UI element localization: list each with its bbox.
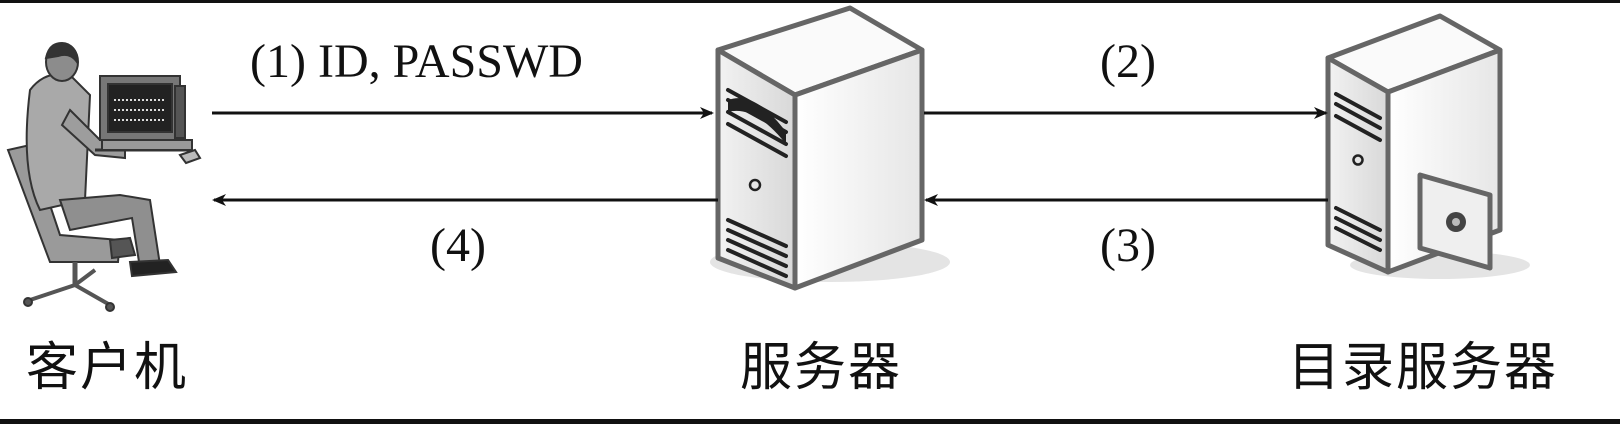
server-icon (710, 5, 950, 291)
storage-panel-icon (1417, 172, 1493, 271)
step1-label: (1) ID, PASSWD (250, 35, 583, 88)
directory-server-label: 目录服务器 (1288, 338, 1559, 398)
step4-label: (4) (430, 219, 486, 272)
step3-label: (3) (1100, 219, 1156, 272)
monitor-icon (99, 75, 193, 151)
client-label: 客户机 (26, 338, 189, 398)
directory-server-icon (1325, 13, 1530, 279)
server-label: 服务器 (740, 338, 903, 398)
client-user-icon (6, 42, 202, 312)
step2-label: (2) (1100, 35, 1156, 88)
mouse-icon (178, 148, 202, 165)
